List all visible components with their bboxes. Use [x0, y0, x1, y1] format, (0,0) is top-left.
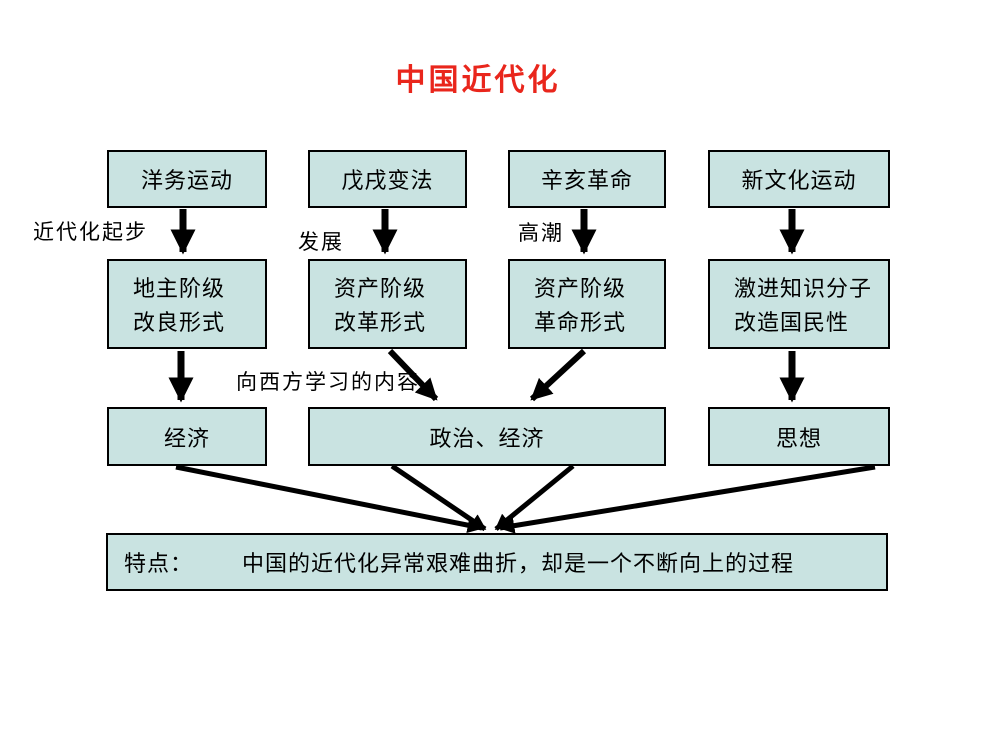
box-wuxu-reform: 戊戌变法 [308, 150, 467, 208]
label-climax: 高潮 [518, 221, 564, 245]
box-line2: 改良形式 [133, 310, 226, 335]
box-politics-economy: 政治、经济 [308, 407, 666, 466]
box-economy: 经济 [107, 407, 267, 466]
box-line2: 革命形式 [534, 310, 627, 335]
label-learning-content: 向西方学习的内容 [236, 370, 420, 394]
arrow-politics-economy-right-to-conclusion [494, 464, 575, 531]
box-line1: 资产阶级 [334, 276, 427, 301]
box-line1: 地主阶级 [133, 276, 226, 301]
box-line1: 激进知识分子 [734, 276, 873, 301]
box-landlord-class-reform-form: 地主阶级 改良形式 [107, 259, 267, 349]
page-title: 中国近代化 [395, 64, 561, 97]
box-yangwu-movement: 洋务运动 [107, 150, 267, 208]
label-modernization-start: 近代化起步 [33, 220, 148, 244]
box-thought: 思想 [708, 407, 890, 466]
conclusion-prefix: 特点： [124, 551, 194, 576]
arrow-politics-economy-left-to-conclusion [390, 463, 487, 532]
arrow-economy-to-conclusion [175, 464, 484, 534]
conclusion-text: 中国的近代化异常艰难曲折，却是一个不断向上的过程 [242, 551, 795, 576]
box-conclusion: 特点： 中国的近代化异常艰难曲折，却是一个不断向上的过程 [106, 533, 888, 591]
box-new-culture-movement: 新文化运动 [708, 150, 890, 208]
box-line1: 资产阶级 [534, 276, 627, 301]
box-xinhai-revolution: 辛亥革命 [508, 150, 666, 208]
label-development: 发展 [298, 230, 344, 254]
box-radical-intellectuals: 激进知识分子 改造国民性 [708, 259, 890, 349]
box-bourgeois-revolution-form: 资产阶级 革命形式 [508, 259, 666, 349]
box-bourgeois-reform-form: 资产阶级 改革形式 [308, 259, 467, 349]
box-line2: 改造国民性 [734, 310, 850, 335]
arrow-revolution-to-politics-economy [529, 348, 587, 402]
box-line2: 改革形式 [334, 310, 427, 335]
arrow-thought-to-conclusion [498, 464, 876, 534]
